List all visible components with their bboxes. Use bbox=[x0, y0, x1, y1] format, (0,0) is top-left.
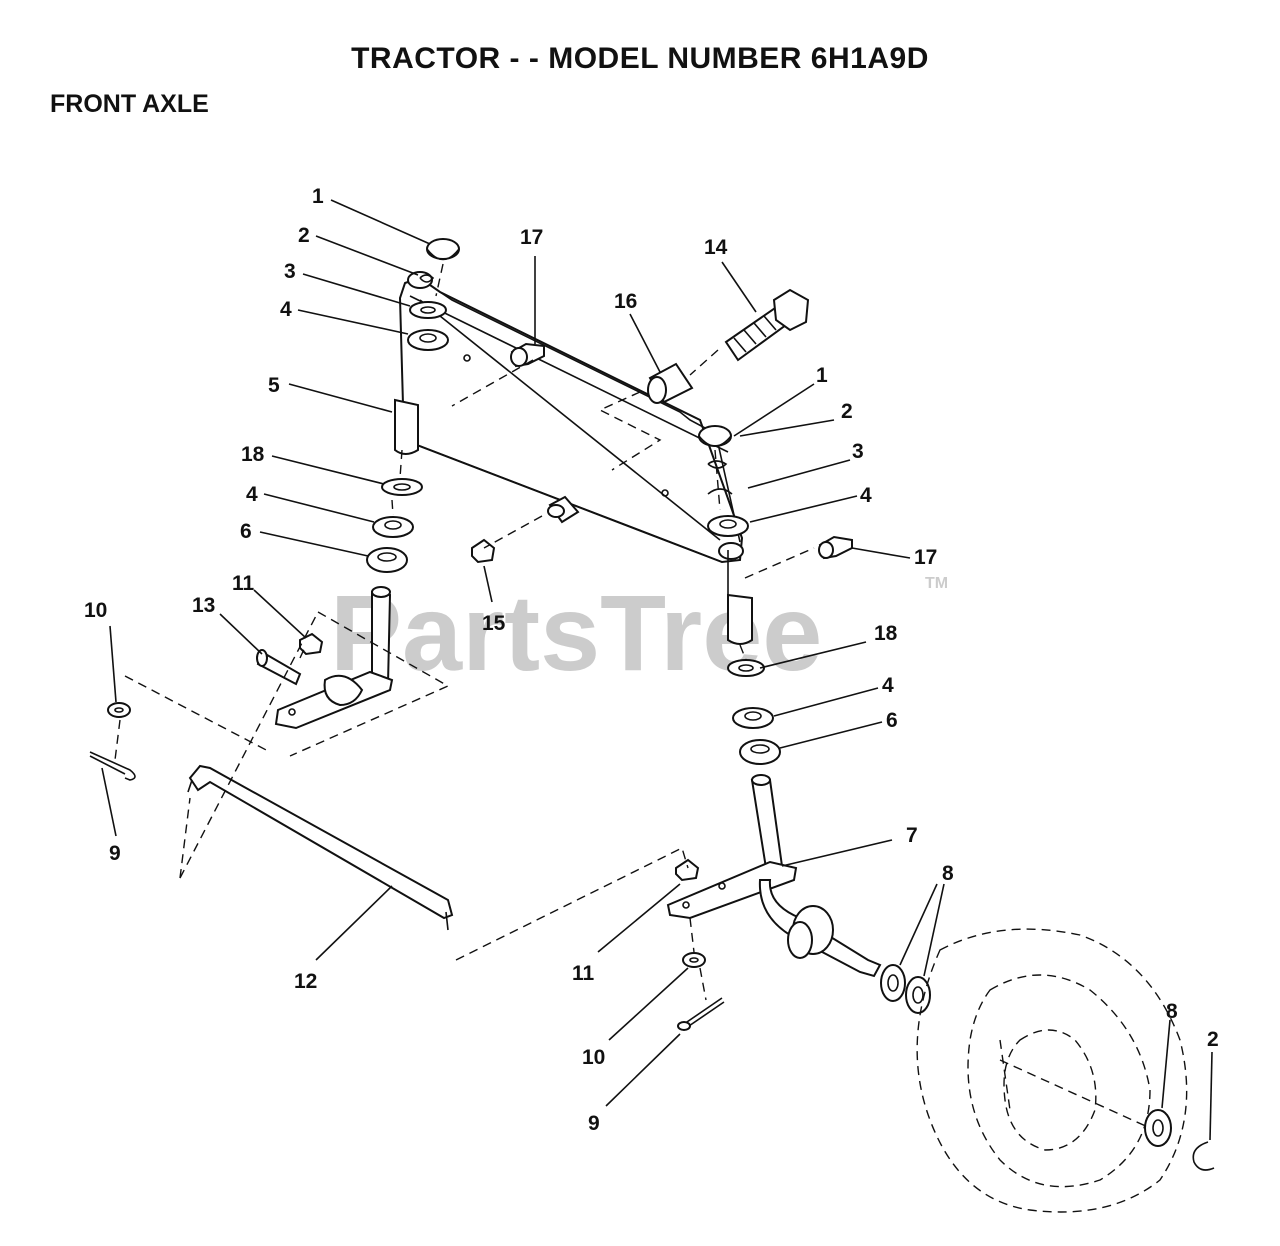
callout-15: 15 bbox=[482, 612, 506, 635]
axle-pivot-hardware bbox=[471, 288, 810, 564]
callout-1: 1 bbox=[816, 364, 828, 387]
callout-4: 4 bbox=[280, 298, 292, 321]
callout-9: 9 bbox=[109, 842, 121, 865]
leader-lines bbox=[101, 199, 1213, 1141]
callout-11: 11 bbox=[232, 572, 255, 595]
section-title: FRONT AXLE bbox=[50, 90, 209, 118]
callout-3: 3 bbox=[284, 260, 296, 283]
front-tire bbox=[916, 928, 1215, 1213]
callout-4: 4 bbox=[860, 484, 872, 507]
callout-12: 12 bbox=[294, 970, 317, 993]
callout-7: 7 bbox=[906, 824, 918, 847]
callout-4: 4 bbox=[246, 483, 258, 506]
page-title: TRACTOR - - MODEL NUMBER 6H1A9D bbox=[351, 42, 929, 75]
callout-17: 17 bbox=[520, 226, 543, 249]
callout-8: 8 bbox=[942, 862, 954, 885]
callout-8: 8 bbox=[1166, 1000, 1178, 1023]
callout-2: 2 bbox=[841, 400, 853, 423]
callout-6: 6 bbox=[886, 709, 898, 732]
callout-10: 10 bbox=[84, 599, 107, 622]
left-spindle-stack bbox=[89, 238, 460, 781]
tie-rod bbox=[187, 764, 454, 931]
callout-18: 18 bbox=[874, 622, 898, 645]
callout-17: 17 bbox=[914, 546, 937, 569]
callout-4: 4 bbox=[882, 674, 894, 697]
assembly-lines bbox=[114, 263, 1151, 1129]
callout-16: 16 bbox=[614, 290, 637, 313]
callout-18: 18 bbox=[241, 443, 265, 466]
callout-labels: 1 2 3 4 5 18 4 6 11 13 10 9 17 16 14 1 2… bbox=[84, 185, 1219, 1135]
callout-2: 2 bbox=[1207, 1028, 1219, 1051]
callout-14: 14 bbox=[704, 236, 728, 259]
callout-2: 2 bbox=[298, 224, 310, 247]
callout-3: 3 bbox=[852, 440, 864, 463]
callout-13: 13 bbox=[192, 594, 215, 617]
callout-6: 6 bbox=[240, 520, 252, 543]
callout-10: 10 bbox=[582, 1046, 605, 1069]
callout-11: 11 bbox=[572, 962, 595, 985]
callout-5: 5 bbox=[268, 374, 280, 397]
watermark-tm: TM bbox=[925, 575, 948, 592]
callout-9: 9 bbox=[588, 1112, 600, 1135]
callout-1: 1 bbox=[312, 185, 324, 208]
right-spindle-stack bbox=[666, 425, 931, 1031]
